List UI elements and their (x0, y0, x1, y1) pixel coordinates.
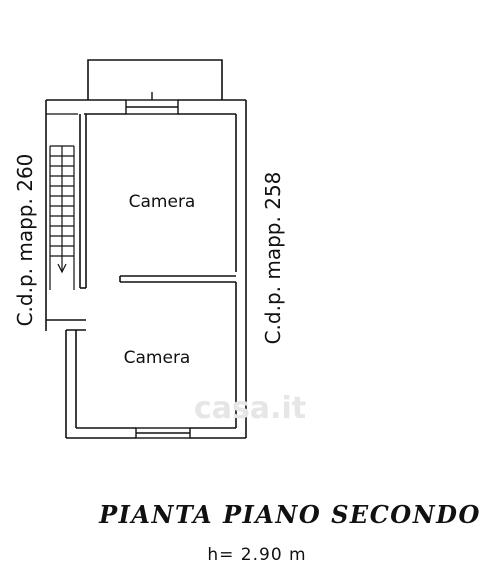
room-label-upper: Camera (129, 192, 196, 212)
top-window (125, 92, 179, 115)
interior-walls (79, 114, 236, 289)
bottom-window (135, 427, 191, 439)
left-neighbor-label: C.d.p. mapp. 260 (13, 154, 37, 327)
right-neighbor-label: C.d.p. mapp. 258 (261, 172, 285, 345)
staircase (46, 113, 78, 290)
watermark: casa.it (194, 391, 306, 426)
outer-walls (45, 99, 247, 439)
height-note: h= 2.90 m (207, 545, 307, 565)
plan-title: PIANTA PIANO SECONDO (99, 500, 481, 529)
room-label-lower: Camera (124, 348, 191, 368)
top-balcony (87, 59, 223, 100)
